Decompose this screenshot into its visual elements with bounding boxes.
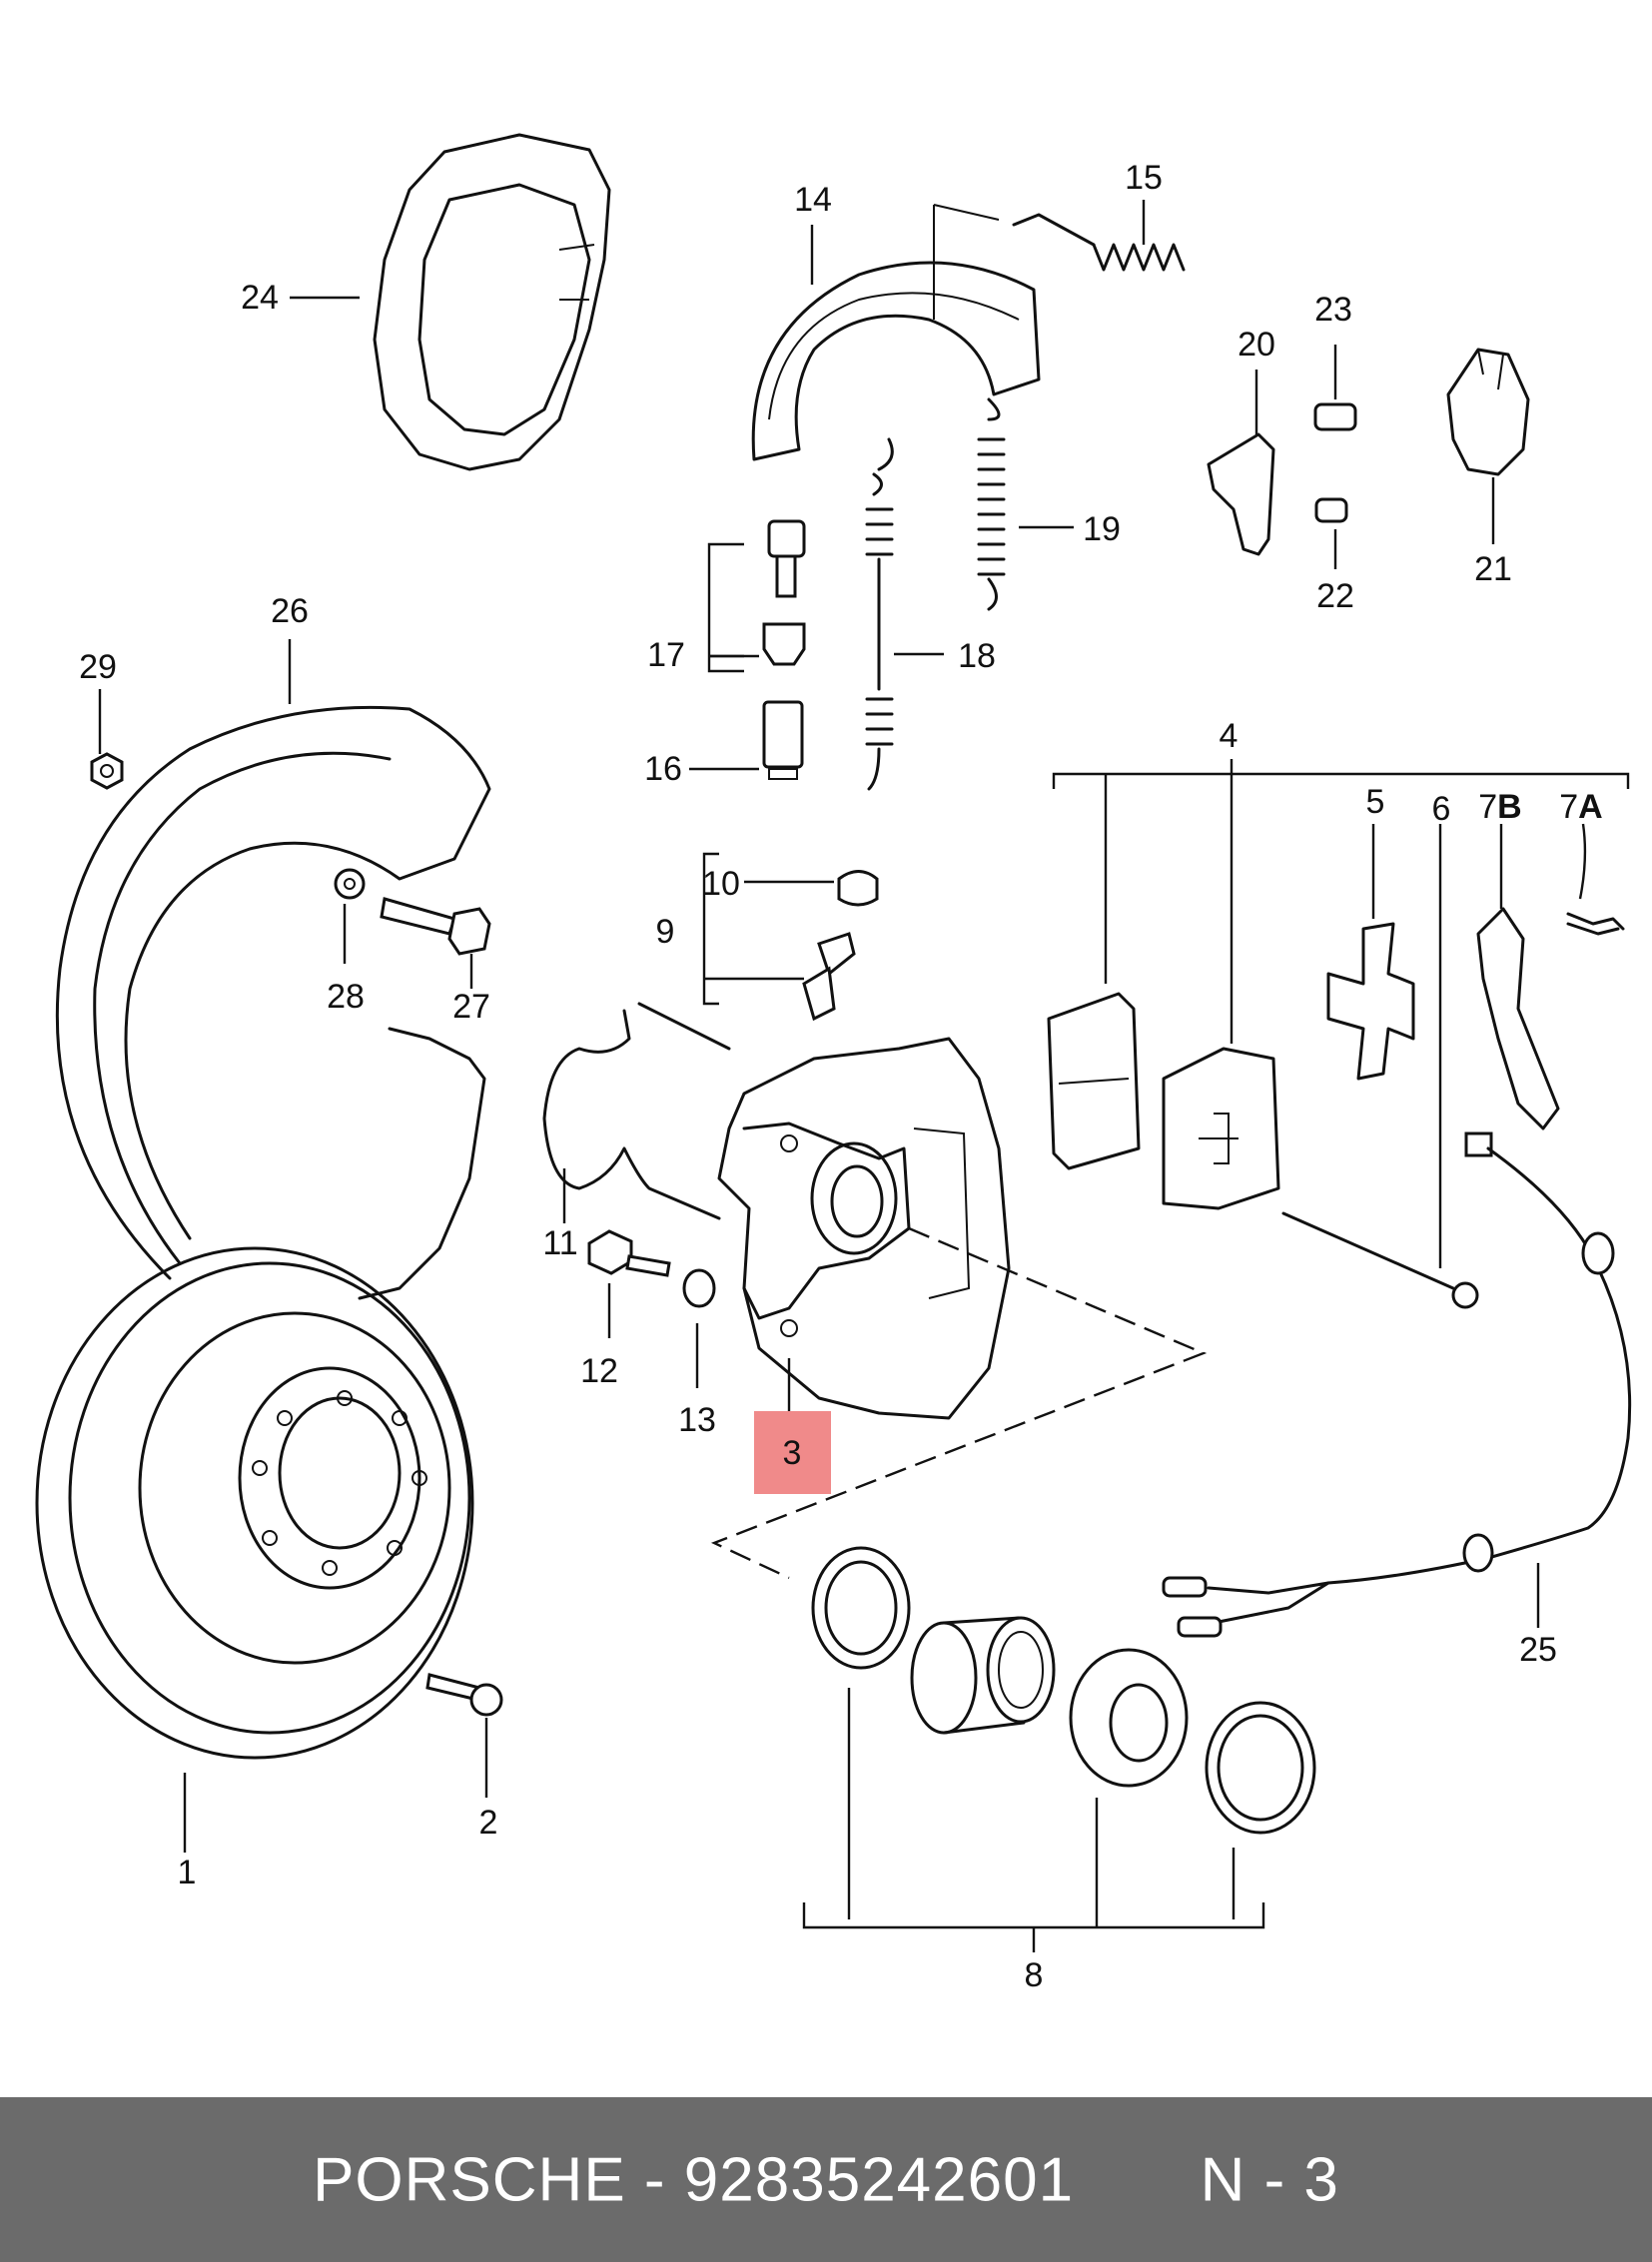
- callout-10: 10: [702, 865, 740, 903]
- part-number: 92835242601: [683, 2145, 1075, 2214]
- callout-14: 14: [794, 181, 832, 219]
- callout-6: 6: [1431, 790, 1451, 828]
- part-4-brake-pad-right-drawing: [1162, 1047, 1280, 1210]
- callout-28: 28: [327, 978, 365, 1016]
- callout-13: 13: [678, 1401, 716, 1439]
- callout-11: 11: [542, 1224, 578, 1262]
- callout-29: 29: [79, 648, 117, 686]
- exploded-parts-diagram: 1 2 3 4 5 6 7B 7A 8 9 10 11 12 13 14 15 …: [35, 133, 1632, 1994]
- part-5-spreader-spring-drawing: [1326, 922, 1415, 1081]
- part-2-screw-drawing: [425, 1673, 503, 1717]
- part-21-bracket-drawing: [1446, 348, 1530, 476]
- part-19-spring-drawing: [977, 397, 1006, 611]
- part-16-sleeve-drawing: [762, 700, 804, 780]
- callout-23: 23: [1314, 291, 1352, 329]
- part-8-seal-ring-drawing: [811, 1546, 911, 1670]
- callout-26: 26: [271, 592, 309, 630]
- separator: -: [643, 2145, 666, 2214]
- callout-5: 5: [1365, 783, 1385, 821]
- caption-bar: PORSCHE - 92835242601 N - 3: [0, 2097, 1652, 2262]
- callout-7b: 7B: [1478, 788, 1522, 826]
- part-25-wear-sensor-drawing: [1162, 1131, 1632, 1638]
- callout-18: 18: [958, 637, 996, 675]
- part-1-brake-disc-drawing: [35, 1246, 474, 1760]
- diagram-position: N - 3: [1200, 2145, 1339, 2214]
- callout-24: 24: [241, 279, 279, 317]
- part-7b-lever-drawing: [1476, 907, 1560, 1131]
- part-3-brake-caliper-drawing: [717, 1037, 1011, 1420]
- part-17-pin-and-cap-drawing: [762, 519, 806, 666]
- part-8-dust-seal-drawing: [1069, 1648, 1189, 1788]
- part-4-brake-pad-left-drawing: [1047, 992, 1141, 1170]
- callout-27: 27: [452, 988, 490, 1026]
- part-13-washer-drawing: [682, 1268, 716, 1308]
- part-22-pin-drawing: [1314, 497, 1348, 523]
- part-18-spring-drawing: [865, 437, 894, 791]
- callout-3: 3: [782, 1434, 802, 1472]
- highlight-box-part-3: [754, 1411, 831, 1494]
- part-10-cap-drawing: [837, 870, 879, 907]
- parts-drawing: [35, 133, 1632, 1952]
- callout-4: 4: [1219, 717, 1239, 755]
- part-24-backing-plate-drawing: [373, 133, 611, 471]
- part-26-backing-plate-drawing: [55, 705, 491, 1300]
- callout-8: 8: [1024, 1956, 1044, 1994]
- part-6-retaining-pin-drawing: [1281, 1211, 1479, 1309]
- callout-1: 1: [177, 1854, 197, 1891]
- callout-9: 9: [655, 913, 675, 951]
- part-9-bleeder-valve-drawing: [802, 932, 856, 1022]
- callout-12: 12: [580, 1352, 618, 1390]
- part-12-bolt-drawing: [587, 1229, 671, 1277]
- callout-19: 19: [1083, 510, 1121, 548]
- part-20-lever-drawing: [1207, 432, 1275, 556]
- part-11-spring-clip-drawing: [542, 1002, 731, 1220]
- part-29-nut-drawing: [90, 752, 124, 790]
- caption-text: PORSCHE - 92835242601 N - 3: [0, 2144, 1652, 2215]
- part-15-spring-drawing: [1012, 213, 1186, 272]
- part-28-washer-drawing: [334, 868, 366, 900]
- callout-7a: 7A: [1559, 788, 1603, 826]
- part-7a-clip-drawing: [1566, 912, 1625, 936]
- callout-21: 21: [1474, 550, 1512, 588]
- part-27-bolt-drawing: [380, 897, 491, 956]
- part-23-pin-drawing: [1313, 402, 1357, 431]
- brand-name: PORSCHE: [313, 2145, 626, 2214]
- callout-20: 20: [1238, 326, 1275, 364]
- callout-25: 25: [1519, 1631, 1557, 1669]
- part-8-piston-boot-drawing: [910, 1616, 1056, 1735]
- callout-15: 15: [1125, 159, 1163, 197]
- callout-16: 16: [644, 750, 682, 788]
- part-8-retaining-ring-drawing: [1205, 1701, 1316, 1835]
- callout-17: 17: [647, 636, 685, 674]
- part-14-brake-shoe-drawing: [751, 204, 1041, 461]
- callout-2: 2: [478, 1804, 498, 1842]
- callout-22: 22: [1316, 577, 1354, 615]
